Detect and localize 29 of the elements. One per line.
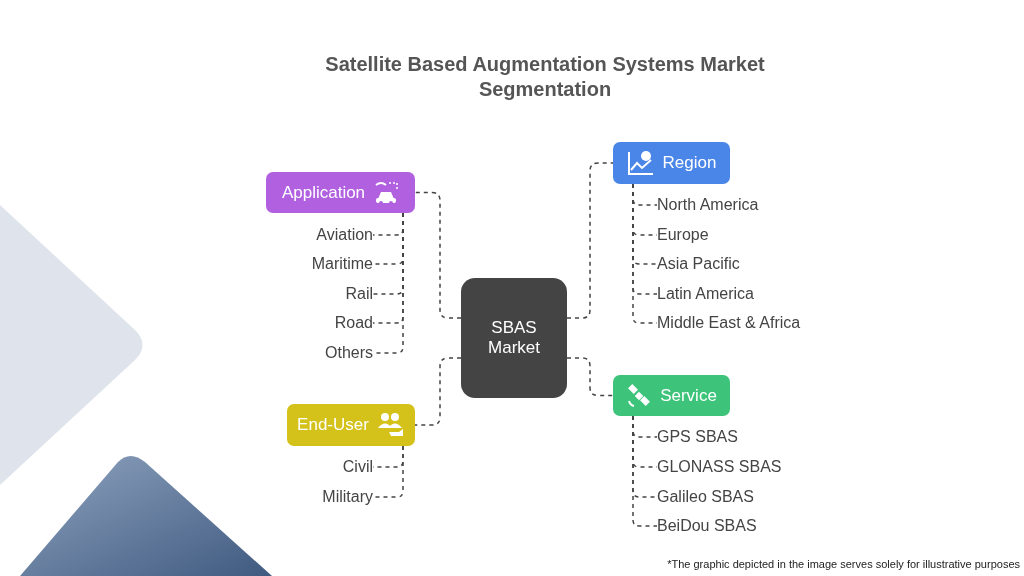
dashed-connector [372,445,404,498]
dashed-connector [566,162,614,319]
dashed-connector [566,357,614,397]
segment-label: GPS SBAS [657,427,738,447]
segment-label: Middle East & Africa [657,313,801,333]
segment-label: Aviation [316,225,373,245]
segment-label: Europe [657,225,709,245]
central-box: SBAS Market [461,278,567,398]
segment-label: Asia Pacific [657,254,740,274]
category-box: End-User [287,404,415,446]
segment-label: Galileo SBAS [657,487,754,507]
footnote: *The graphic depicted in the image serves solely for illustrative purposes [667,558,1020,570]
segment-label: Military [322,487,373,507]
dashed-connector [632,415,658,527]
category-box: Region [613,142,730,184]
category-box: Service [613,375,730,416]
segment-label: Road [334,313,373,333]
dashed-connector [414,191,462,319]
category-box: Application [266,172,415,213]
segment-label: BeiDou SBAS [657,516,757,536]
segment-label: Others [325,343,373,363]
dashed-connector [414,357,462,426]
diagram-title: Satellite Based Augmentation Systems Market Segmentation [324,52,766,102]
segment-label: Maritime [311,254,373,274]
segment-label: Civil [342,457,373,477]
segment-label: GLONASS SBAS [657,457,782,477]
segment-label: Rail [345,284,373,304]
segment-label: Latin America [657,284,754,304]
segment-label: North America [657,195,759,215]
